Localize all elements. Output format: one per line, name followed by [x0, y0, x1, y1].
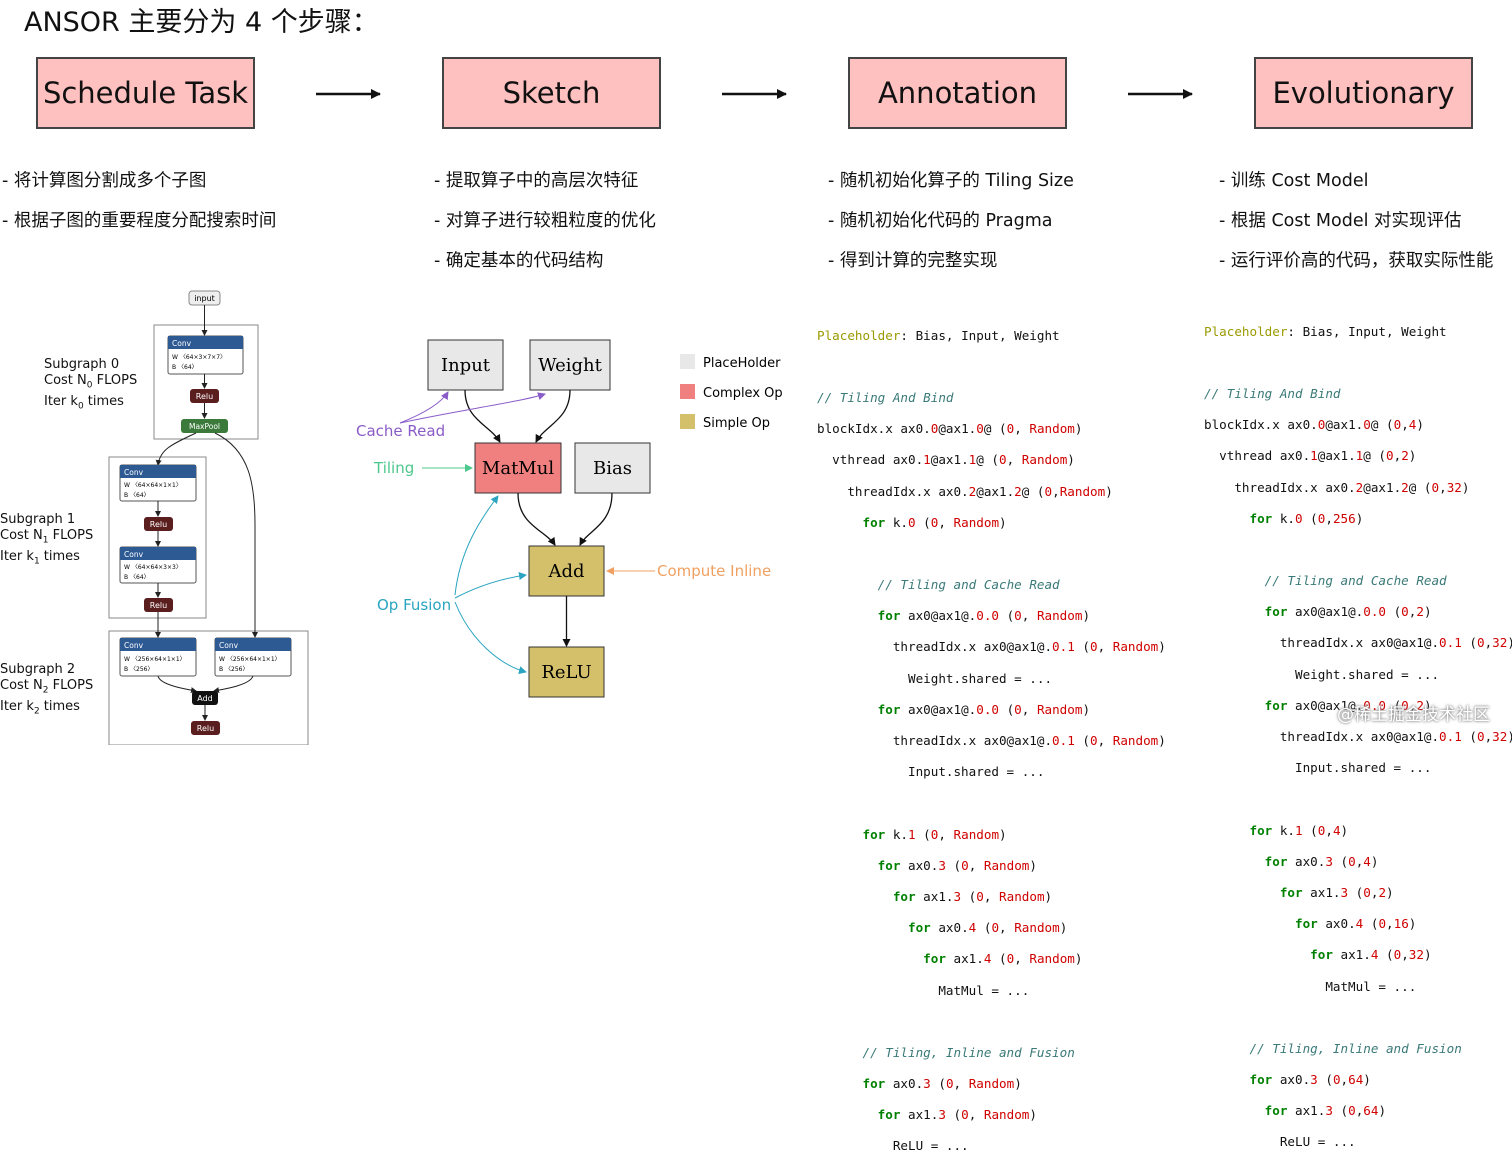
svg-text:Conv: Conv	[124, 641, 144, 650]
relu-node-1	[144, 517, 173, 531]
svg-text:Weight: Weight	[538, 355, 603, 376]
svg-text:Conv: Conv	[124, 468, 144, 477]
svg-text:W 〈256×64×1×1〉: W 〈256×64×1×1〉	[219, 656, 281, 663]
legend-placeholder: PlaceHolder	[703, 356, 781, 371]
svg-text:Relu: Relu	[150, 520, 167, 529]
watermark: @稀土掘金技术社区	[1337, 705, 1490, 725]
bullet-3-2: - 随机初始化代码的 Pragma	[828, 211, 1053, 231]
subgraph-0-label: Subgraph 0 Cost N0 FLOPS Iter k0 times	[44, 357, 138, 412]
svg-text:Bias: Bias	[593, 458, 632, 479]
svg-text:B 〈256〉: B 〈256〉	[124, 666, 153, 673]
label-tiling: Tiling	[373, 459, 414, 477]
label-compute-inline: Compute Inline	[657, 562, 771, 580]
bullet-4-2: - 根据 Cost Model 对实现评估	[1219, 211, 1462, 231]
conv-node-2: Conv W 〈64×64×3×3〉 B 〈64〉	[119, 546, 197, 584]
computation-graph: input Conv W 〈64×3×7×7〉 B 〈64〉 Relu MaxP…	[108, 290, 309, 745]
add-node-graph	[192, 691, 218, 705]
node-add	[528, 545, 605, 597]
sketch-diagram: Input Weight MatMul Bias Add ReLU Cache …	[356, 339, 783, 698]
stage-arrows	[316, 89, 1193, 99]
svg-text:ReLU: ReLU	[541, 662, 591, 683]
relu-node-2	[144, 598, 173, 612]
bullet-4-1: - 训练 Cost Model	[1219, 171, 1369, 191]
maxpool-node	[181, 419, 228, 433]
stage-schedule-task: Schedule Task	[36, 57, 255, 129]
label-cache-read: Cache Read	[356, 422, 445, 440]
bullet-4-3: - 运行评价高的代码，获取实际性能	[1219, 251, 1494, 271]
bullet-1-1: - 将计算图分割成多个子图	[2, 171, 207, 191]
svg-text:Add: Add	[197, 694, 213, 703]
bullet-2-1: - 提取算子中的高层次特征	[434, 171, 639, 191]
annotation-code: Placeholder: Bias, Input, Weight // Tili…	[817, 327, 1166, 1154]
svg-text:W 〈256×64×1×1〉: W 〈256×64×1×1〉	[124, 656, 186, 663]
label-op-fusion: Op Fusion	[377, 596, 451, 614]
input-label: input	[194, 294, 215, 303]
svg-text:B 〈64〉: B 〈64〉	[124, 574, 150, 581]
legend-swatch-simple	[680, 414, 695, 429]
svg-text:Conv: Conv	[172, 339, 192, 348]
legend-swatch-complex	[680, 384, 695, 399]
bullet-1-2: - 根据子图的重要程度分配搜索时间	[2, 211, 277, 231]
svg-text:Relu: Relu	[150, 601, 167, 610]
svg-text:W 〈64×64×3×3〉: W 〈64×64×3×3〉	[124, 564, 182, 571]
stage-evolutionary: Evolutionary	[1254, 57, 1473, 129]
node-matmul	[474, 442, 562, 494]
conv-node-4: Conv W 〈256×64×1×1〉 B 〈256〉	[214, 637, 292, 677]
relu-node-0	[190, 389, 219, 403]
bullet-3-1: - 随机初始化算子的 Tiling Size	[828, 171, 1074, 191]
subgraph-0-frame	[153, 324, 259, 440]
svg-text:Add: Add	[547, 561, 584, 582]
subgraph-2-label: Subgraph 2 Cost N2 FLOPS Iter k2 times	[0, 662, 94, 717]
svg-text:Relu: Relu	[197, 724, 214, 733]
node-relu	[528, 646, 605, 698]
svg-text:Input: Input	[441, 355, 491, 376]
svg-text:W 〈64×64×1×1〉: W 〈64×64×1×1〉	[124, 482, 182, 489]
bullet-2-3: - 确定基本的代码结构	[434, 251, 604, 271]
node-input	[427, 339, 504, 391]
conv-node-3: Conv W 〈256×64×1×1〉 B 〈256〉	[119, 637, 197, 677]
relu-node-3	[191, 721, 220, 735]
svg-text:MatMul: MatMul	[482, 458, 554, 479]
conv-node-1: Conv W 〈64×64×1×1〉 B 〈64〉	[119, 464, 197, 502]
legend-swatch-placeholder	[680, 354, 695, 369]
legend-complex: Complex Op	[703, 386, 783, 401]
subgraph-2-frame	[108, 630, 309, 745]
svg-text:B 〈256〉: B 〈256〉	[219, 666, 248, 673]
svg-text:B 〈64〉: B 〈64〉	[124, 492, 150, 499]
svg-text:Relu: Relu	[196, 392, 213, 401]
svg-text:Conv: Conv	[219, 641, 239, 650]
stage-sketch: Sketch	[442, 57, 661, 129]
conv-node-0: Conv W 〈64×3×7×7〉 B 〈64〉	[167, 335, 244, 375]
svg-text:MaxPool: MaxPool	[189, 422, 220, 431]
legend-simple: Simple Op	[703, 416, 770, 431]
subgraph-1-label: Subgraph 1 Cost N1 FLOPS Iter k1 times	[0, 512, 94, 567]
bullet-3-3: - 得到计算的完整实现	[828, 251, 998, 271]
svg-text:W 〈64×3×7×7〉: W 〈64×3×7×7〉	[172, 354, 226, 361]
bullet-2-2: - 对算子进行较粗粒度的优化	[434, 211, 656, 231]
evolutionary-code: Placeholder: Bias, Input, Weight // Tili…	[1204, 323, 1512, 1150]
page-title: ANSOR 主要分为 4 个步骤：	[24, 7, 379, 38]
svg-text:Conv: Conv	[124, 550, 144, 559]
stage-annotation: Annotation	[848, 57, 1067, 129]
svg-text:B 〈64〉: B 〈64〉	[172, 364, 198, 371]
